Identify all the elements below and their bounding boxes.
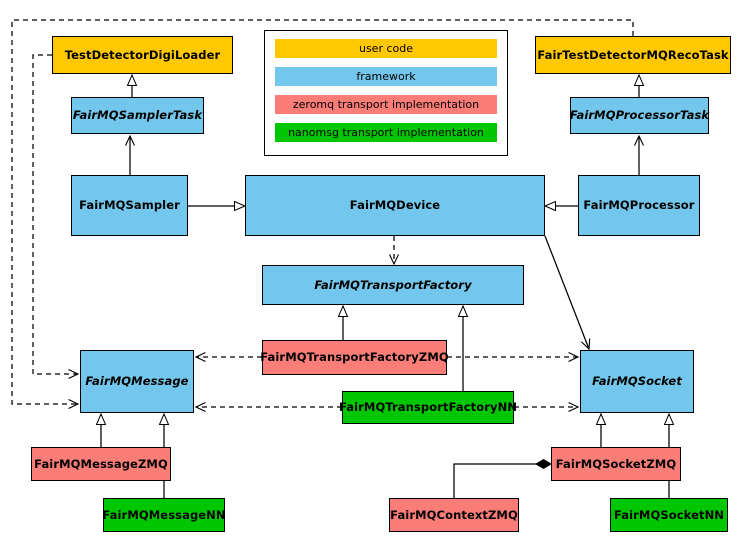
class-box-fairmqtransportfactorynn[interactable]: FairMQTransportFactoryNN: [338, 391, 518, 424]
class-label: FairMQMessage: [85, 374, 189, 389]
legend-panel: user code framework zeromq transport imp…: [264, 30, 508, 156]
edge-device-to-socket: [544, 235, 591, 351]
legend-item-framework: framework: [275, 67, 497, 86]
class-label: FairMQMessageZMQ: [34, 456, 168, 471]
legend-label: nanomsg transport implementation: [288, 126, 484, 139]
class-box-fairmqcontextzmq[interactable]: FairMQContextZMQ: [389, 498, 519, 532]
legend-item-nanomsg: nanomsg transport implementation: [275, 123, 497, 142]
class-box-fairmqsocketnn[interactable]: FairMQSocketNN: [610, 498, 728, 532]
class-label: FairMQMessageNN: [102, 507, 226, 522]
class-label: FairMQTransportFactory: [314, 277, 472, 292]
class-box-testdetectordigiloader[interactable]: TestDetectorDigiLoader: [52, 36, 233, 74]
class-box-fairmqtransportfactory[interactable]: FairMQTransportFactory: [262, 265, 524, 305]
class-label: FairMQProcessor: [583, 198, 695, 213]
legend-item-user-code: user code: [275, 39, 497, 58]
class-box-fairmqsocket[interactable]: FairMQSocket: [580, 350, 694, 413]
class-box-fairmqsampler[interactable]: FairMQSampler: [71, 175, 188, 236]
class-box-fairmqmessagenn[interactable]: FairMQMessageNN: [102, 498, 226, 532]
class-label: FairMQSocket: [592, 374, 682, 389]
legend-label: framework: [356, 70, 416, 83]
class-box-fairmqdevice[interactable]: FairMQDevice: [245, 175, 545, 236]
class-label: FairMQContextZMQ: [390, 507, 518, 522]
class-box-fairmqprocessor[interactable]: FairMQProcessor: [578, 175, 700, 236]
class-box-fairmqsamplertask[interactable]: FairMQSamplerTask: [71, 97, 204, 134]
class-box-fairmqmessagezmq[interactable]: FairMQMessageZMQ: [31, 447, 171, 481]
class-box-fairmqmessage[interactable]: FairMQMessage: [80, 350, 194, 413]
class-label: FairMQSampler: [79, 198, 180, 213]
class-label: FairMQSocketNN: [613, 507, 725, 522]
legend-label: zeromq transport implementation: [292, 98, 480, 111]
legend-label: user code: [358, 42, 414, 55]
class-label: FairTestDetectorMQRecoTask: [537, 47, 729, 62]
class-box-fairmqsocketzmq[interactable]: FairMQSocketZMQ: [551, 447, 681, 481]
class-label: FairMQTransportFactoryNN: [338, 400, 518, 415]
class-label: FairMQDevice: [349, 198, 441, 213]
class-label: FairMQSocketZMQ: [555, 456, 677, 471]
class-label: FairMQSamplerTask: [72, 108, 203, 123]
legend-item-zeromq: zeromq transport implementation: [275, 95, 497, 114]
class-box-fairtestdetectormqrecotask[interactable]: FairTestDetectorMQRecoTask: [535, 36, 731, 74]
class-box-fairmqtransportfactoryzmq[interactable]: FairMQTransportFactoryZMQ: [260, 340, 449, 375]
class-label: FairMQProcessorTask: [569, 108, 710, 123]
class-label: FairMQTransportFactoryZMQ: [260, 350, 449, 365]
class-label: TestDetectorDigiLoader: [64, 47, 221, 62]
class-box-fairmqprocessortask[interactable]: FairMQProcessorTask: [570, 97, 709, 134]
